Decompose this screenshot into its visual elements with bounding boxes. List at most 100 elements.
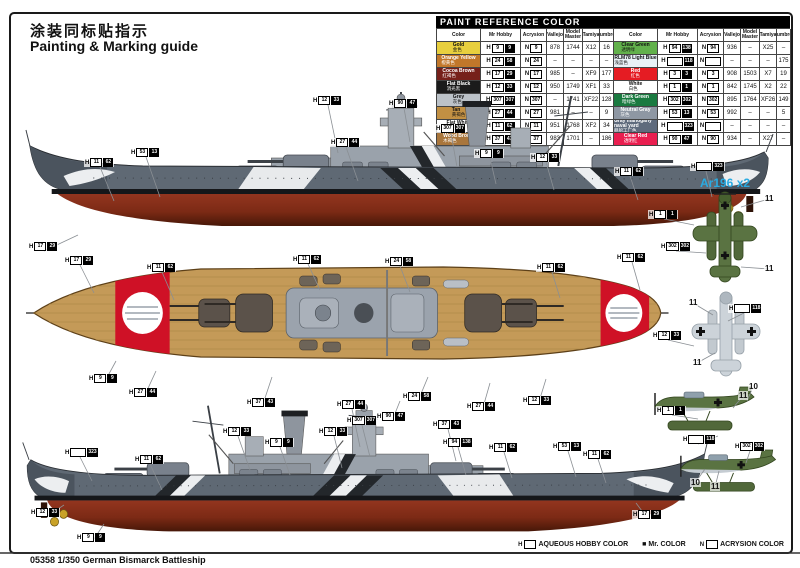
mr-color-number-box: 44 — [485, 402, 496, 411]
aqueous-number-box: 17 — [491, 69, 504, 79]
aqueous-number-box: 11 — [494, 443, 507, 452]
mr-color-number-box: 29 — [83, 256, 94, 265]
aqueous-number-box: 307 — [530, 95, 543, 105]
mr-color-number-box: 1 — [675, 406, 686, 415]
humbrol-cell: 16 — [600, 42, 614, 55]
aqueous-number-box: 53 — [668, 108, 681, 118]
column-header: Mr Hobby — [658, 29, 698, 42]
vallejo-cell: 951 — [547, 120, 564, 133]
decal-number-callout: 11 — [764, 194, 775, 203]
mr-color-number-box: 3 — [681, 69, 692, 79]
mr-color-number-box: 13 — [149, 148, 160, 157]
mr-color-number-box: 118 — [683, 56, 694, 66]
aqueous-number-box: 12 — [658, 331, 671, 340]
mr-color-number-box: 44 — [349, 138, 360, 147]
aqueous-number-box: 9 — [82, 533, 95, 542]
tamiya-cell: – — [760, 107, 777, 120]
vallejo-cell: – — [547, 94, 564, 107]
mr-color-number-box: 33 — [671, 331, 682, 340]
mr-color-number-box: 33 — [337, 427, 348, 436]
humbrol-cell: 33 — [600, 81, 614, 94]
decal-number-callout: 11 — [688, 298, 699, 307]
humbrol-cell: – — [777, 120, 791, 133]
aqueous-number-box: 90 — [382, 412, 395, 421]
footer-divider — [0, 552, 800, 554]
aircraft-top-view — [692, 191, 758, 283]
acrysion-cell: N — [698, 120, 724, 133]
aqueous-number-box: 27 — [134, 388, 147, 397]
mr-color-number-box: 62 — [165, 263, 176, 272]
mr-color-number-box: 47 — [681, 134, 692, 144]
aqueous-number-box: 11 — [140, 455, 153, 464]
aqueous-number-box: 9 — [270, 438, 283, 447]
mr-color-number-box: 307 — [504, 95, 516, 105]
humbrol-cell: 128 — [600, 94, 614, 107]
aqueous-number-box: 302 — [707, 95, 720, 105]
model-master-cell: – — [741, 133, 760, 146]
aqueous-number-box: 17 — [34, 242, 47, 251]
aqueous-number-box: 9 — [94, 374, 107, 383]
color-system-legend: H AQUEOUS HOBBY COLOR ■ Mr. COLOR N ACRY… — [518, 540, 784, 549]
column-header: Model Master — [564, 29, 583, 42]
legend-acrysion: N ACRYSION COLOR — [699, 540, 784, 549]
column-header: Mr Hobby — [481, 29, 521, 42]
model-master-cell: – — [741, 120, 760, 133]
mr-color-number-box: 47 — [407, 99, 418, 108]
mr-color-number-box: 33 — [549, 153, 560, 162]
mr-color-number-box: 33 — [241, 427, 252, 436]
acrysion-cell: N — [698, 55, 724, 68]
mr-color-number-box: 29 — [504, 69, 515, 79]
aqueous-number-box: 11 — [152, 263, 165, 272]
mr-color-number-box: 47 — [395, 412, 406, 421]
vallejo-cell: 936 — [724, 42, 741, 55]
mr-color-number-box: 62 — [311, 255, 322, 264]
model-master-cell: 1744 — [564, 42, 583, 55]
mr-color-number-box: 1 — [667, 210, 678, 219]
aqueous-number-box: 37 — [252, 398, 265, 407]
mr-color-number-box: 62 — [635, 253, 646, 262]
aqueous-number-box: 27 — [472, 402, 485, 411]
aqueous-number-box — [666, 56, 683, 66]
mr-color-number-box: 33 — [331, 96, 342, 105]
mr-color-number-box: 302 — [753, 442, 765, 451]
column-header: Acrysion — [698, 29, 724, 42]
mr-color-number-box: 307 — [365, 416, 377, 425]
aqueous-number-box: 3 — [707, 69, 720, 79]
column-header: Tamiya — [583, 29, 600, 42]
aqueous-number-box — [666, 121, 683, 131]
kit-number-and-name: 05358 1/350 German Bismarck Battleship — [30, 555, 206, 565]
mr-color-number-box: 44 — [504, 108, 515, 118]
mr-color-number-box: 1 — [681, 82, 692, 92]
mr-color-number-box: 58 — [504, 56, 515, 66]
aqueous-number-box: 94 — [448, 438, 461, 447]
aqueous-number-box: 12 — [318, 96, 331, 105]
mr-color-number-box: 43 — [451, 420, 462, 429]
model-master-cell: 1768 — [564, 120, 583, 133]
aqueous-number-box: 302 — [668, 95, 681, 105]
mr-color-number-box: 9 — [504, 43, 515, 53]
white-box-icon — [524, 540, 537, 549]
